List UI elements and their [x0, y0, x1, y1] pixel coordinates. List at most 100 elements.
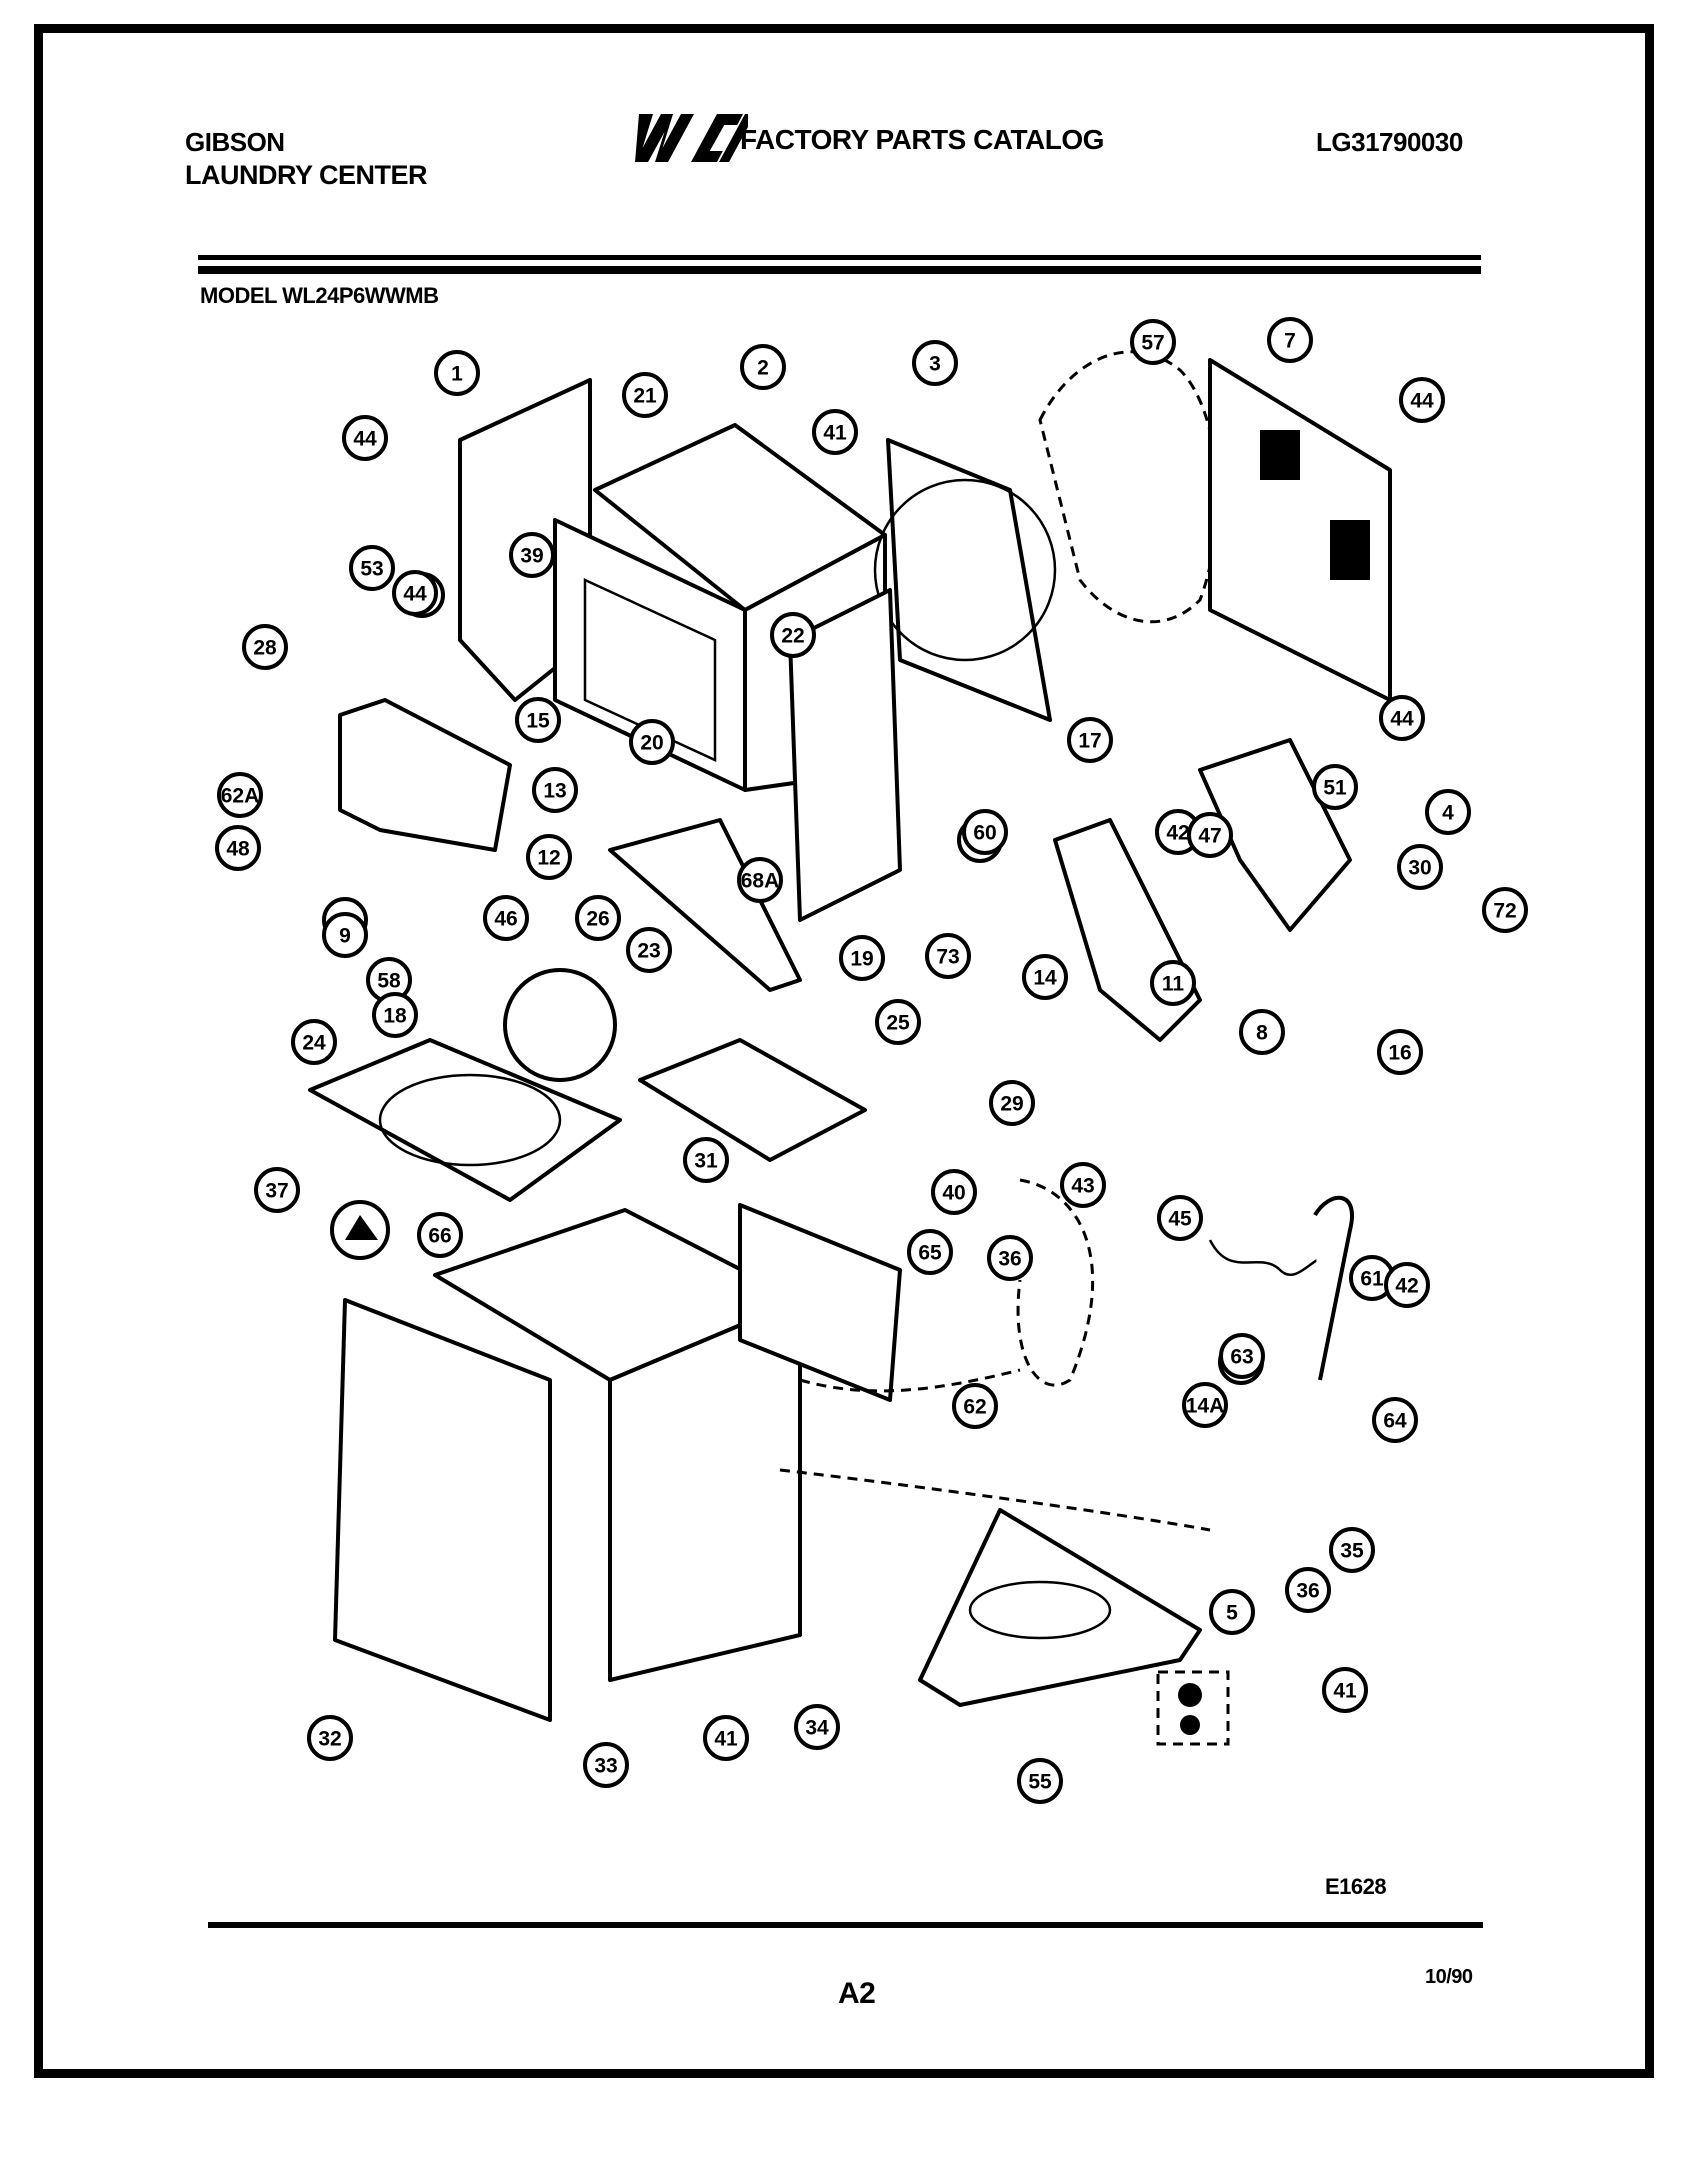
door-assembly — [338, 698, 512, 852]
drawing-number: E1628 — [1325, 1874, 1387, 1899]
callout-label: 37 — [265, 1180, 288, 1203]
callout-circle — [1377, 1029, 1423, 1075]
header-rule — [198, 255, 1481, 260]
callout-circle — [483, 895, 529, 941]
callout-label: 8 — [1256, 1022, 1268, 1045]
callout-circle — [1060, 1162, 1106, 1208]
callout-circle — [1267, 317, 1313, 363]
callout-label: 53 — [360, 558, 383, 581]
callout-circle — [532, 767, 578, 813]
callout-circle — [622, 372, 668, 418]
callout-label: 19 — [850, 948, 873, 971]
callout-label: 47 — [1198, 825, 1221, 848]
callout-circle — [392, 570, 438, 616]
callout-circle — [1157, 1195, 1203, 1241]
callout-circle — [349, 545, 395, 591]
callout-label: 32 — [318, 1728, 341, 1751]
callout-label: 48 — [226, 838, 250, 861]
callout-circle — [1285, 1567, 1331, 1613]
callout-label: 73 — [936, 946, 959, 969]
callout-label: 30 — [1408, 857, 1431, 880]
callout-label: 36 — [1296, 1580, 1319, 1603]
callout-circle — [1219, 1333, 1265, 1379]
callout-circle — [812, 409, 858, 455]
callout-circle — [989, 1080, 1035, 1126]
callout-circle — [342, 415, 388, 461]
wire-harness — [1208, 1195, 1354, 1381]
callout-label: 24 — [302, 1032, 326, 1055]
callout-circle — [740, 344, 786, 390]
header-rule-thick — [198, 266, 1481, 274]
callout-label: 34 — [805, 1717, 829, 1740]
callout-label: 25 — [886, 1012, 910, 1035]
callout-circle — [952, 1383, 998, 1429]
callout-circle — [875, 999, 921, 1045]
callout-label: 42 — [1395, 1275, 1418, 1298]
callout-circle — [322, 912, 368, 958]
callout-circle — [417, 1212, 463, 1258]
callout-label: 62 — [963, 1396, 986, 1419]
callout-label: 16 — [1388, 1042, 1411, 1065]
callout-label: 64 — [1383, 1410, 1407, 1433]
callout-circle — [1187, 812, 1233, 858]
callout-label: 43 — [1071, 1175, 1094, 1198]
callout-circle — [1239, 1009, 1285, 1055]
callout-label: 62A — [221, 785, 260, 808]
washer-top — [308, 1038, 622, 1202]
leveling-feet-box — [1156, 1670, 1230, 1746]
callout-label: 14 — [1033, 967, 1057, 990]
callout-circle — [683, 1137, 729, 1183]
callout-circle — [1130, 319, 1176, 365]
callout-circle — [1322, 1667, 1368, 1713]
callout-label: 36 — [998, 1248, 1021, 1271]
callout-circle — [583, 1742, 629, 1788]
callout-circle — [254, 1167, 300, 1213]
callout-circle — [515, 697, 561, 743]
callout-label: 31 — [694, 1150, 718, 1173]
callout-label: 17 — [1078, 730, 1101, 753]
callout-label: 9 — [339, 925, 351, 948]
dryer-front-panel — [873, 438, 1057, 722]
callout-circle — [912, 340, 958, 386]
model-number: MODEL WL24P6WWMB — [200, 283, 439, 308]
brand-name: GIBSON — [185, 127, 285, 157]
footer-rule — [208, 1922, 1483, 1928]
catalog-code: LG31790030 — [1316, 127, 1463, 157]
callout-label: 44 — [1410, 390, 1434, 413]
callout-circle — [372, 992, 418, 1038]
callout-label: 55 — [1028, 1771, 1052, 1794]
callout-circle — [575, 895, 621, 941]
callout-label: 42 — [1166, 822, 1189, 845]
callout-label: 18 — [383, 1005, 407, 1028]
callout-label: 23 — [637, 940, 660, 963]
callout-label: 22 — [781, 625, 804, 648]
bleach-dispenser — [330, 1200, 390, 1260]
callout-label: 44 — [403, 583, 427, 606]
callout-label: 72 — [1493, 900, 1516, 923]
callout-circle — [526, 834, 572, 880]
lid-switch-bracket — [503, 968, 617, 1082]
callout-label: 60 — [973, 822, 996, 845]
callout-label: 63 — [1230, 1346, 1253, 1369]
callout-circle — [626, 927, 672, 973]
callout-label: 13 — [543, 780, 566, 803]
callout-circle — [1399, 377, 1445, 423]
callout-circle — [307, 1715, 353, 1761]
callout-circle — [987, 1235, 1033, 1281]
callout-label: 35 — [1340, 1540, 1364, 1563]
callout-circle — [703, 1715, 749, 1761]
callout-circle — [291, 1019, 337, 1065]
callout-circle — [215, 825, 261, 871]
page-border — [34, 24, 1654, 2078]
callout-label: 39 — [520, 545, 543, 568]
callout-circle — [1150, 960, 1196, 1006]
callout-label: 21 — [633, 385, 657, 408]
callout-circle — [242, 624, 288, 670]
callout-label: 40 — [942, 1182, 965, 1205]
callout-circle — [794, 1704, 840, 1750]
callout-circle — [1397, 844, 1443, 890]
callout-label: 26 — [586, 908, 609, 931]
callout-circle — [1067, 717, 1113, 763]
callout-label: 57 — [1141, 332, 1164, 355]
callout-circle — [509, 532, 555, 578]
